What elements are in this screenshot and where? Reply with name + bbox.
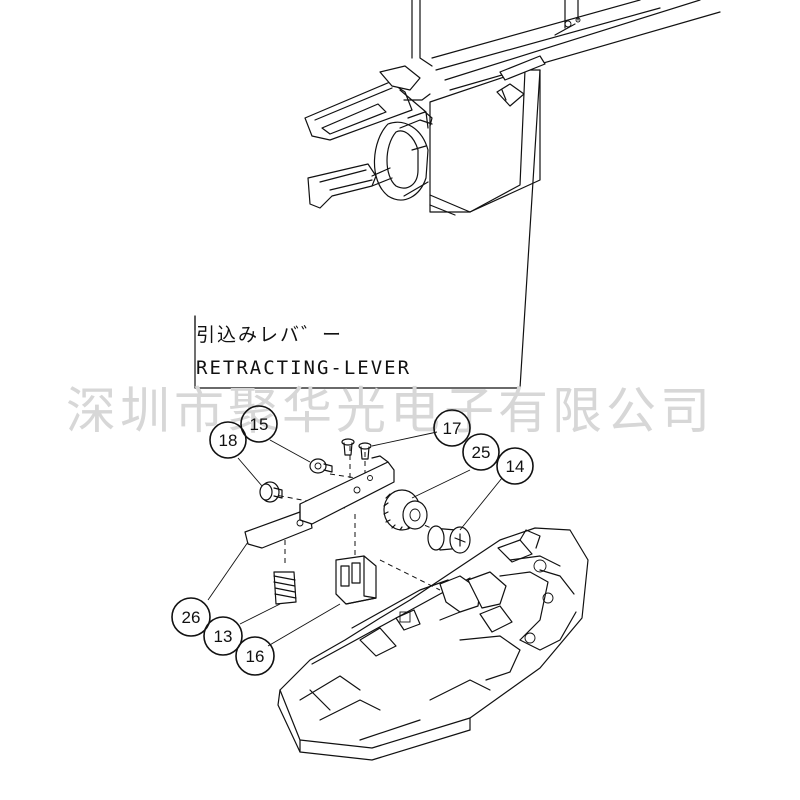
part-switch-16 [335, 555, 377, 605]
callout-14: 14 [496, 447, 534, 485]
feeder-lower-body [277, 527, 589, 761]
callout-26: 26 [171, 597, 211, 637]
callout-15: 15 [240, 405, 278, 443]
callout-18: 18 [209, 421, 247, 459]
part-lever-plate [244, 455, 395, 549]
callout-25: 25 [462, 433, 500, 471]
callout-16: 16 [235, 636, 275, 676]
callout-number: 18 [219, 431, 238, 450]
part-spring-13 [273, 571, 297, 605]
callout-number: 25 [472, 443, 491, 462]
part-shaft-14 [427, 525, 471, 554]
label-english: RETRACTING-LEVER [196, 357, 411, 379]
part-screws-17 [341, 438, 372, 460]
part-screw-18 [259, 481, 283, 503]
callout-number: 26 [182, 608, 201, 627]
callout-number: 15 [250, 415, 269, 434]
watermark-text: 深圳市聚华光电子有限公司 [66, 382, 714, 440]
callout-17: 17 [433, 409, 471, 447]
callout-leaders [207, 431, 503, 647]
callout-number: 17 [443, 419, 462, 438]
label-leader [194, 69, 541, 389]
label-japanese: 引込みレバ゛ー [196, 324, 343, 346]
callout-number: 16 [246, 647, 265, 666]
part-sprocket-25 [383, 489, 428, 531]
callout-number: 14 [506, 457, 525, 476]
callout-13: 13 [203, 616, 243, 656]
callout-number: 13 [214, 627, 233, 646]
part-washer-15 [309, 458, 333, 474]
feeder-upper-assembly [304, 0, 721, 216]
